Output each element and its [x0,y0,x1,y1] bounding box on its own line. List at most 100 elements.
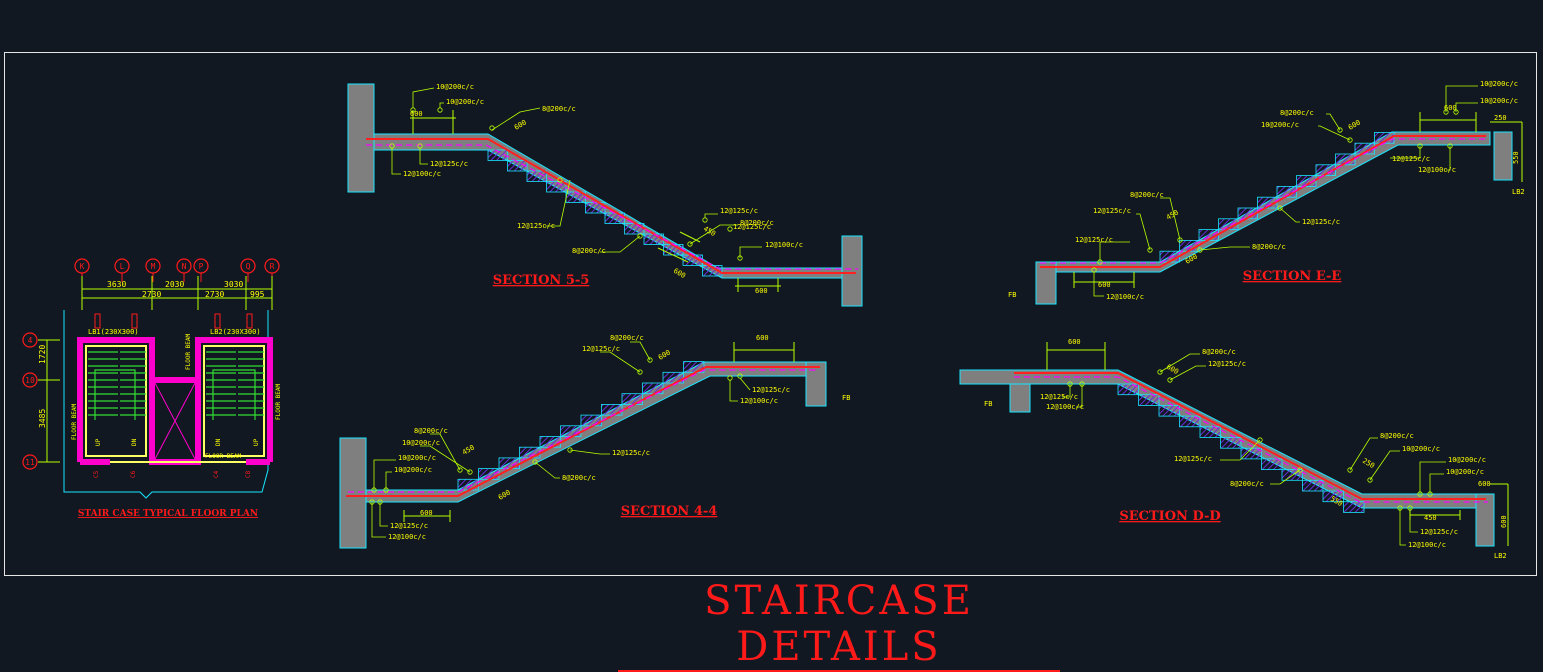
column-label: C8 [245,470,252,478]
label-leader [373,459,396,490]
dimension-text: 450 [1424,514,1437,522]
bar-marker [1157,369,1163,375]
dimension-text: 600 [1444,104,1457,112]
dimension-text: 600 [410,110,423,118]
rebar-label: 12@125c/c [612,449,650,457]
plan-up-2: UP [253,438,260,446]
label-leader [430,433,461,471]
label-leader [1409,508,1418,533]
rebar-dist [1014,376,1488,503]
step [1276,185,1297,198]
member-tag: FB [1008,291,1016,299]
support [1009,383,1031,413]
dimension-text: 600 [1098,281,1111,289]
label-leader [371,502,386,538]
bar-marker [1337,127,1343,133]
drawing-title: STAIRCASE DETAILS [618,578,1060,672]
label-leader [420,445,471,473]
bar-marker [383,487,389,493]
label-leader [1169,365,1206,381]
plan-dim-top-3: 3030 [224,280,243,289]
plan-dn-1: DN [131,438,138,446]
grid-label: M [151,262,156,271]
bar-marker [1257,437,1263,443]
bar-marker [1079,381,1085,387]
plan-dim-left-1: 1720 [38,345,47,364]
step [1261,458,1283,470]
step [487,149,508,161]
dimension-line [679,231,701,243]
column-label: C5 [93,470,100,478]
column-tag [246,313,253,329]
plan-up-1: UP [95,438,102,446]
rebar-label: 10@200c/c [1480,80,1518,88]
bar-marker [467,469,473,475]
label-leader [379,502,388,527]
plan-dim-inner-3: 995 [250,290,265,299]
bar-marker [1097,259,1103,265]
member-tag: FB [984,400,992,408]
rebar-main [346,366,820,497]
bar-marker [737,255,743,261]
section-d-d: 6006006004506002505508@200c/c12@125c/c12… [959,338,1509,560]
bar-marker [727,226,733,232]
step [526,170,547,182]
dimension-text: 600 [755,287,768,295]
grid-label: K [80,262,85,271]
bar-marker [637,233,643,239]
rebar-label: 12@100c/c [740,397,778,405]
label-leader [1326,113,1341,131]
label-leader [534,461,560,479]
grid-bubble [22,372,38,388]
step [1322,490,1344,503]
section-title: SECTION D-D [1119,509,1220,524]
grid-label: R [270,262,275,271]
bar-marker [1347,137,1353,143]
plan-beam-lb1: LB1(230X300) [88,328,139,336]
grid-label: 4 [28,336,33,345]
bar-marker [1397,505,1403,511]
label-leader [1279,207,1300,223]
rebar-label: 12@125c/c [1302,218,1340,226]
support [339,437,367,549]
plan-dim-top-2: 2030 [165,280,184,289]
plan-dim-left-2: 3485 [38,409,47,428]
label-leader [1455,102,1478,112]
step [1302,479,1324,492]
rebar-label: 10@200c/c [1446,468,1484,476]
dimension-text: 250 [1494,114,1507,122]
label-leader [1099,241,1130,262]
rebar-label: 10@200c/c [398,454,436,462]
bar-marker [737,373,743,379]
column-tag [94,313,101,329]
plan-dn-2: DN [215,438,222,446]
label-leader [545,179,571,227]
label-leader [1369,450,1400,481]
bar-marker [1427,491,1433,497]
member-tag: FB [842,394,850,402]
bar-marker [1067,381,1073,387]
rebar-dist [348,369,818,493]
column-tag [214,313,221,329]
bar-marker [437,107,443,113]
label-leader [1399,508,1406,546]
section-4-4: 6006006004506008@200c/c12@125c/c12@125c/… [339,334,850,549]
bar-marker [1147,247,1153,253]
rebar-label: 12@100c/c [1408,541,1446,549]
section-title: SECTION 5-5 [493,273,590,288]
label-leader [412,87,435,108]
column-label: C6 [130,470,137,478]
rebar-label: 12@125c/c [582,345,620,353]
step [1138,394,1160,406]
label-leader [1220,439,1261,461]
rebar-label: 8@200c/c [1230,480,1264,488]
label-leader [1446,146,1451,171]
label-leader [600,235,641,253]
support [805,361,827,407]
dimension-text: 600 [420,509,433,517]
plan-dim-top-1: 3630 [107,280,126,289]
label-leader [391,148,401,175]
rebar-label: 8@200c/c [1202,348,1236,356]
bar-marker [647,357,653,363]
